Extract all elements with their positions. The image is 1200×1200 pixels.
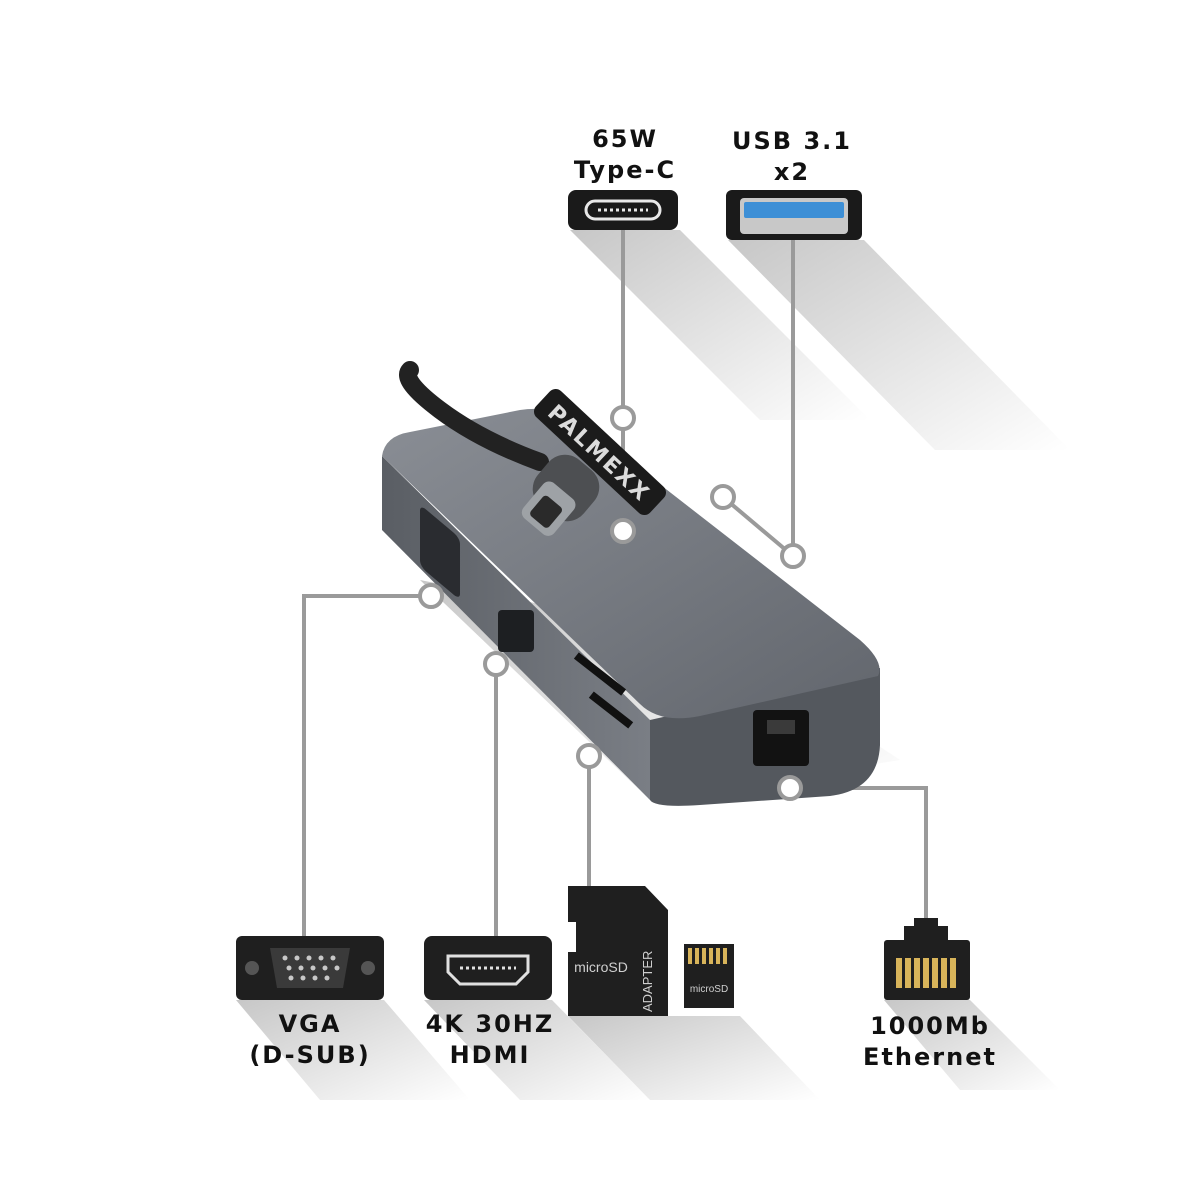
- usb-c-hub: PALMEXX: [382, 361, 880, 806]
- callout-markers: [418, 405, 806, 801]
- adapter-side-label: ADAPTER: [640, 951, 655, 1012]
- marker-typec-bottom: [610, 518, 636, 544]
- label-usb-line2: x2: [773, 158, 811, 186]
- label-usb: USB 3.1 x2: [712, 126, 872, 188]
- marker-typec-top: [610, 405, 636, 431]
- marker-vga: [418, 583, 444, 609]
- label-hdmi-line1: 4K 30HZ: [425, 1010, 555, 1038]
- label-vga: VGA (D-SUB): [225, 1009, 395, 1071]
- marker-hdmi: [483, 651, 509, 677]
- hub-microsd-slot: [588, 691, 634, 729]
- label-ethernet-line2: Ethernet: [863, 1043, 997, 1071]
- label-typec-line2: Type-C: [573, 156, 677, 184]
- shadow-vga: [236, 1000, 470, 1100]
- vga-connector-icon: [236, 936, 384, 1000]
- label-hdmi-line2: HDMI: [449, 1041, 531, 1069]
- label-vga-line2: (D-SUB): [249, 1041, 371, 1069]
- shadow-ethernet: [884, 1000, 1060, 1090]
- hub-vga-port: [420, 507, 460, 597]
- label-typec: 65W Type-C: [545, 124, 705, 186]
- usb-c-port-icon: [568, 190, 678, 230]
- label-usb-line1: USB 3.1: [732, 127, 852, 155]
- adapter-label: microSD: [574, 959, 628, 975]
- marker-usb-1: [710, 484, 736, 510]
- label-typec-line1: 65W: [592, 125, 658, 153]
- usb-c-plug: [521, 454, 600, 536]
- marker-sd: [576, 743, 602, 769]
- card-label: microSD: [690, 984, 728, 995]
- hub-ethernet-port: [753, 710, 809, 766]
- marker-usb-2: [780, 543, 806, 569]
- line-vga: [302, 594, 431, 936]
- usb-c-cable: [399, 361, 549, 471]
- shadow-usb: [728, 240, 1070, 450]
- line-ethernet: [790, 786, 928, 918]
- label-ethernet-line1: 1000Mb: [870, 1012, 990, 1040]
- shadow-sd: [568, 1016, 820, 1100]
- label-vga-line1: VGA: [278, 1010, 342, 1038]
- marker-ethernet: [777, 775, 803, 801]
- label-ethernet: 1000Mb Ethernet: [845, 1011, 1015, 1073]
- shadow-hdmi: [424, 1000, 650, 1100]
- label-hdmi: 4K 30HZ HDMI: [405, 1009, 575, 1071]
- hub-top-face: [382, 408, 880, 719]
- rj45-connector-icon: [884, 918, 970, 1000]
- hub-hdmi-port: [498, 610, 534, 652]
- hdmi-connector-icon: [424, 936, 552, 1000]
- usb-a-port-icon: [726, 190, 862, 240]
- microsd-adapter-icon: microSD ADAPTER microSD: [568, 886, 734, 1016]
- hub-sd-slot: [573, 652, 627, 696]
